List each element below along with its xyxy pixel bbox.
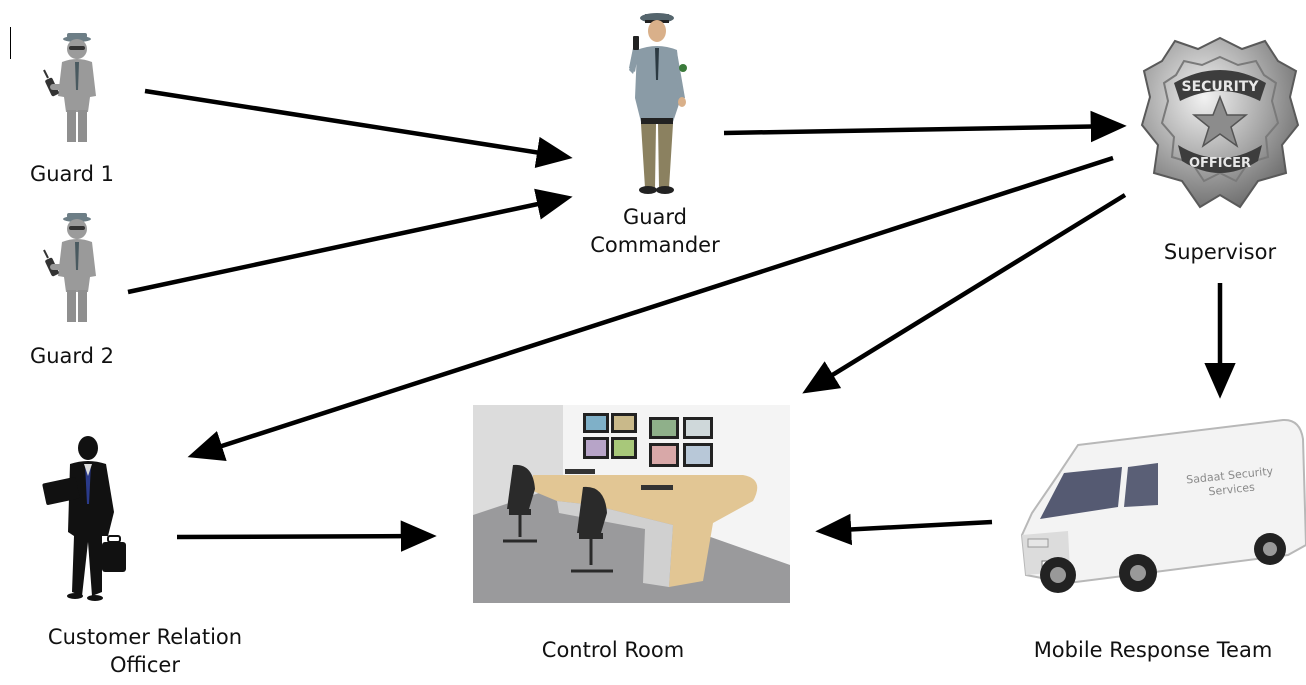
guard-commander-label-line2: Commander [590,233,720,258]
arrow-supervisor-to-control-room [802,193,1127,394]
arrow-commander-to-supervisor [723,110,1127,143]
van-text-line2: Services [1208,481,1256,499]
customer-relation-officer-node [40,432,130,602]
arrow-supervisor-to-cro [187,155,1114,461]
guard-commander-label: Guard Commander [560,203,750,260]
guard-commander-label-line1: Guard [622,205,688,229]
monitor-wall [583,413,713,467]
guard-commander-node [615,10,695,195]
arrow-guard1-to-commander [144,88,573,169]
mobile-response-team-label: Mobile Response Team [1033,638,1273,662]
mobile-response-team-node: Sadaat Security Services [1018,415,1306,605]
guard2-label: Guard 2 [29,344,115,368]
cro-label-line2: Officer [110,653,180,678]
arrow-guard2-to-commander [127,188,573,295]
guard1-node [30,30,110,145]
control-room-label: Control Room [541,638,685,662]
supervisor-label: Supervisor [1163,240,1277,264]
customer-relation-officer-label: Customer Relation Officer [20,623,270,680]
arrow-cro-to-control-room [176,520,437,552]
text-cursor [10,27,11,59]
security-van-icon: Sadaat Security Services [1020,418,1306,593]
security-officer-icon [629,13,687,194]
badge-bottom-text: OFFICER [1189,156,1251,171]
guard-icon [43,33,96,142]
cro-label-line1: Customer Relation [47,625,243,649]
badge-top-text: SECURITY [1182,79,1260,95]
security-badge-icon: SECURITY OFFICER [1140,36,1300,209]
guard1-label: Guard 1 [29,162,115,186]
guard-icon [43,213,96,322]
control-room-node [473,405,790,603]
control-room-image [473,405,790,603]
supervisor-node: SECURITY OFFICER [1140,35,1300,215]
arrow-mobile-team-to-control-room [815,513,993,546]
businessman-silhouette-icon [42,436,126,601]
guard2-node [30,210,110,325]
